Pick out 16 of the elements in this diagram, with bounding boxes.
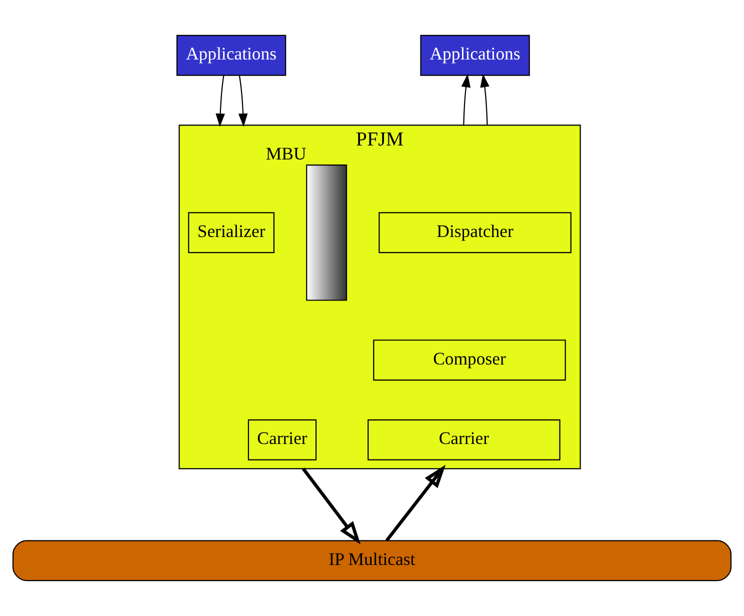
arrow xyxy=(461,74,471,126)
node-label: MBU xyxy=(266,143,306,164)
arrow xyxy=(302,468,361,545)
node-box: Applications xyxy=(420,34,530,76)
node-box: Dispatcher xyxy=(378,212,572,254)
node-box: Carrier xyxy=(248,419,317,460)
node-box xyxy=(306,164,348,301)
node-box: IP Multicast xyxy=(12,540,732,582)
arrow xyxy=(216,75,225,127)
node-box: Carrier xyxy=(368,419,560,460)
arrow xyxy=(480,74,490,126)
node-box: Applications xyxy=(176,34,286,76)
arrow xyxy=(385,464,446,542)
arrow xyxy=(238,75,248,127)
node-box: Composer xyxy=(373,340,566,381)
node-box: Serializer xyxy=(188,212,274,254)
